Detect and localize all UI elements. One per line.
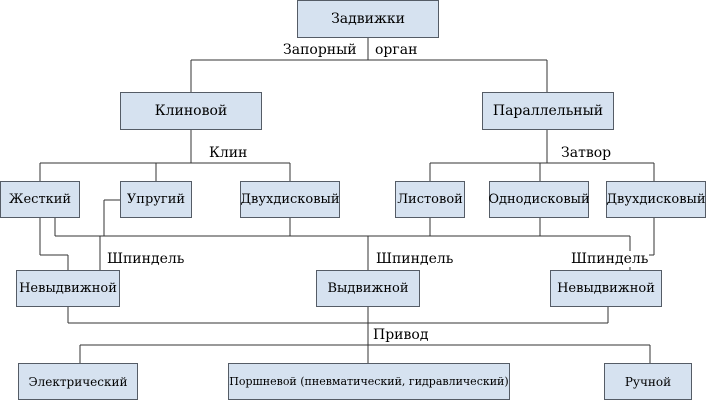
node-non-rising-right: Невыдвижной [550,270,662,307]
node-single-disk: Однодисковый [488,181,590,218]
node-rigid: Жесткий [0,181,80,218]
node-non-rising-left: Невыдвижной [16,270,120,307]
label-gate: Затвор [560,145,613,161]
node-piston: Поршневой (пневматический, гидравлически… [228,363,510,400]
label-spindle-left: Шпиндель [106,251,186,267]
label-drive: Привод [372,327,430,343]
node-double-disk-parallel: Двухдисковый [606,181,706,218]
node-root: Задвижки [297,0,439,38]
node-double-disk-wedge: Двухдисковый [240,181,340,218]
node-parallel: Параллельный [482,92,614,130]
node-rising: Выдвижной [316,270,420,307]
label-spindle-center: Шпиндель [375,251,455,267]
label-shutoff-2: орган [374,42,419,58]
node-manual: Ручной [604,363,692,400]
node-elastic: Упругий [120,181,192,218]
node-wedge: Клиновой [120,92,262,130]
label-shutoff-1: Запорный [282,42,358,58]
node-electric: Электрический [18,363,138,400]
label-wedge: Клин [208,145,249,161]
label-spindle-right: Шпиндель [570,251,650,267]
node-sheet: Листовой [395,181,465,218]
